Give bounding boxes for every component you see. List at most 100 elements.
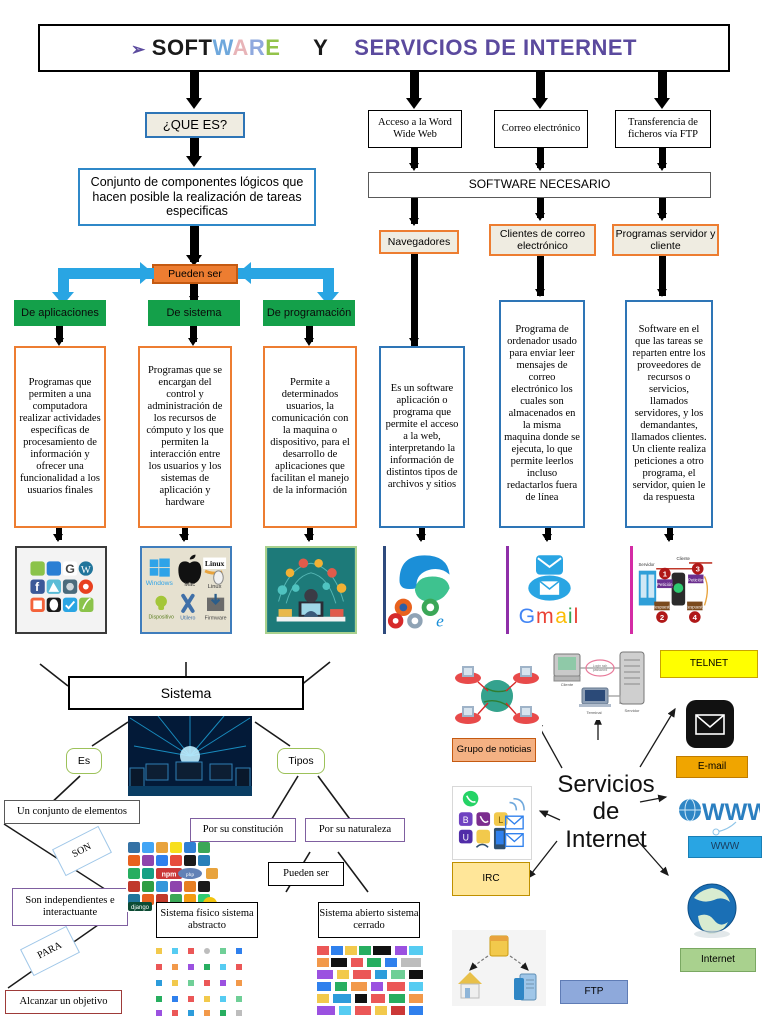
node-ftp[interactable]: FTP	[560, 980, 628, 1004]
node-programas-servidor-cliente[interactable]: Programas servidor y cliente	[612, 224, 719, 256]
flat-icon-grid-svg	[150, 944, 260, 1020]
connector-queEs-to-def	[190, 138, 199, 160]
title-part-soft: SOFT	[151, 35, 213, 61]
title-rest: SERVICIOS DE INTERNET	[354, 35, 637, 61]
svg-text:e: e	[436, 612, 444, 631]
client-server-svg: Servidor Cliente Petición Petición Respu…	[633, 547, 718, 633]
desc-clientes-correo: Programa de ordenador usado para enviar …	[499, 300, 585, 528]
connector-sn-nav	[411, 198, 418, 224]
connector-prog-desc	[659, 256, 666, 296]
connector-sn-cli	[537, 198, 544, 218]
node-tipo-de-sistema[interactable]: De sistema	[148, 300, 240, 326]
svg-text:Respuesta: Respuesta	[685, 604, 705, 609]
connector-title-to-ftp	[658, 72, 667, 100]
svg-text:php: php	[186, 872, 195, 878]
node-irc[interactable]: IRC	[452, 862, 530, 896]
svg-text:Servidor: Servidor	[625, 708, 641, 713]
connector-title-to-correo	[536, 72, 545, 100]
image-app-icons-collage: G W f	[15, 546, 107, 634]
svg-text:Windows: Windows	[146, 580, 174, 587]
cyan-bar-right-down	[323, 268, 334, 296]
cyan-bar-left-down	[58, 268, 69, 296]
arrowhead-sn-cli	[535, 213, 545, 221]
image-developer-illustration	[265, 546, 357, 634]
title-part-e: E	[265, 35, 281, 61]
svg-text:WWW: WWW	[702, 799, 760, 826]
node-clientes-correo[interactable]: Clientes de correo electrónico	[489, 224, 596, 256]
arrowhead-sn-nav	[409, 218, 419, 226]
node-grupo-de-noticias[interactable]: Grupo de noticias	[452, 738, 536, 762]
node-tipo-de-aplicaciones[interactable]: De aplicaciones	[14, 300, 106, 326]
envelope-icon-svg	[686, 700, 734, 748]
image-chat-apps-icons: B L U	[452, 786, 532, 860]
app-icons-svg: G W f	[17, 548, 105, 632]
svg-text:1: 1	[663, 569, 668, 578]
svg-text:W: W	[81, 565, 91, 576]
svg-text:a: a	[555, 605, 567, 628]
network-computers-svg	[128, 716, 252, 796]
node-transferencia-ftp[interactable]: Transferencia de ficheros vía FTP	[615, 110, 711, 148]
node-software-necesario: SOFTWARE NECESARIO	[368, 172, 711, 198]
arrowhead-ftp	[654, 98, 670, 109]
image-network-computers	[128, 716, 252, 796]
desc-navegadores: Es un software aplicación o programa que…	[379, 346, 465, 528]
image-blue-globe	[680, 878, 744, 942]
svg-text:Utilero: Utilero	[180, 616, 195, 622]
svg-text:L: L	[498, 815, 503, 825]
connector-ftp-sn	[659, 148, 666, 168]
desc-programas-servidor: Software en el que las tareas se reparte…	[625, 300, 713, 528]
arrowhead-prog	[304, 338, 314, 346]
svg-text:l: l	[574, 605, 579, 628]
node-internet-service[interactable]: Internet	[680, 948, 756, 972]
connector-correo-sn	[537, 148, 544, 168]
arrowhead-www	[406, 98, 422, 109]
node-correo-electronico[interactable]: Correo electrónico	[494, 110, 588, 148]
node-tipos-label: Tipos	[277, 748, 325, 774]
svg-text:Login ssh: Login ssh	[593, 664, 608, 668]
svg-text:password: password	[593, 668, 608, 672]
brand-logos-svg	[315, 944, 425, 1020]
connector-www-sn	[411, 148, 418, 168]
telnet-svg: Cliente Servidor Login ssh password Term…	[548, 650, 658, 720]
title-part-a: A	[232, 35, 249, 61]
node-www[interactable]: WWW	[688, 836, 762, 858]
node-email[interactable]: E-mail	[676, 756, 748, 778]
arrowhead-puedenser	[186, 255, 202, 266]
image-www-logo: WWW	[676, 790, 760, 838]
node-un-conjunto-de-elementos: Un conjunto de elementos	[4, 800, 140, 824]
connector-cli-desc	[537, 256, 544, 296]
svg-text:Linux: Linux	[205, 559, 225, 568]
svg-text:Petición: Petición	[688, 577, 704, 582]
node-que-es[interactable]: ¿QUE ES?	[145, 112, 245, 138]
svg-text:Firmware: Firmware	[205, 616, 227, 622]
image-telnet-terminal-server: Cliente Servidor Login ssh password Term…	[548, 650, 658, 720]
svg-text:django: django	[131, 905, 150, 911]
title-part-w: W	[212, 35, 233, 61]
arrowhead-prog-img	[304, 534, 314, 542]
arrowhead-apl-img	[53, 534, 63, 542]
bullet-icon: ➢	[131, 40, 146, 60]
ftp-svg	[452, 930, 546, 1006]
svg-text:npm: npm	[162, 872, 177, 879]
connector-puedenser-center	[190, 284, 198, 300]
node-navegadores[interactable]: Navegadores	[379, 230, 459, 254]
os-logos-svg: Windows Mac Linux Linux Dispositivo Util…	[142, 548, 230, 632]
arrowhead-correo	[532, 98, 548, 109]
arrowhead-sn-prog	[657, 213, 667, 221]
node-acceso-www[interactable]: Acceso a la Word Wide Web	[368, 110, 462, 148]
node-tipo-de-programacion[interactable]: De programación	[263, 300, 355, 326]
svg-text:Dispositivo: Dispositivo	[148, 615, 173, 621]
cyan-bar-left	[58, 268, 154, 279]
arrowhead-correo-sn	[535, 163, 545, 171]
svg-text:Cliente: Cliente	[561, 682, 574, 687]
svg-text:f: f	[35, 580, 40, 594]
image-browser-logos: e	[383, 546, 465, 634]
connector-apl	[56, 326, 63, 342]
svg-text:Respuesta: Respuesta	[652, 604, 672, 609]
developer-svg	[267, 548, 355, 632]
svg-text:2: 2	[660, 613, 664, 622]
node-es-label: Es	[66, 748, 102, 774]
arrowhead-prog-img	[664, 534, 674, 542]
arrowhead-www-sn	[409, 163, 419, 171]
node-telnet[interactable]: TELNET	[660, 650, 758, 678]
